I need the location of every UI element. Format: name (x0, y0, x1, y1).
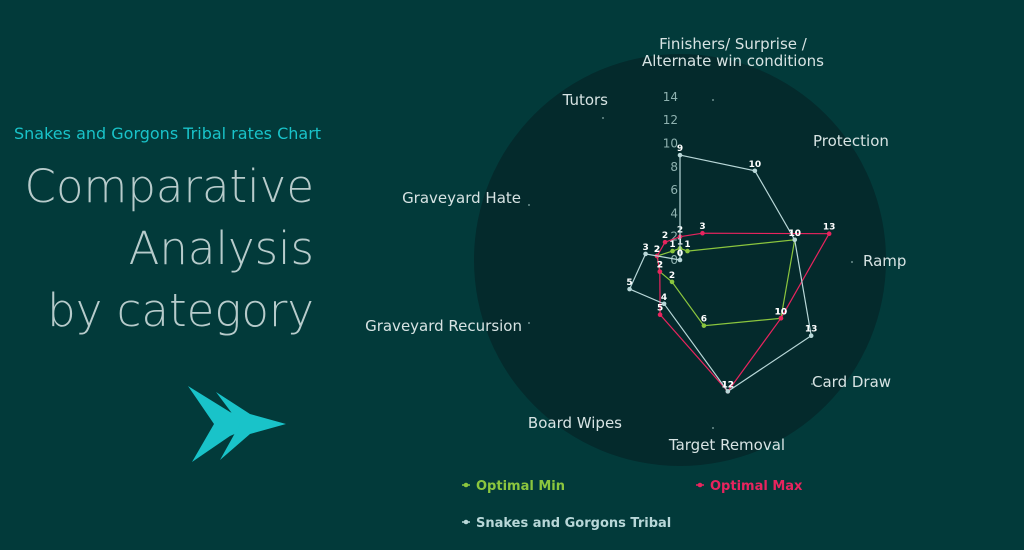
data-point (662, 239, 668, 245)
heading-line: Analysis (128, 222, 314, 275)
legend-swatch-marker (463, 482, 469, 488)
data-point (657, 312, 663, 318)
data-label: 13 (823, 223, 836, 233)
data-point (826, 231, 832, 237)
axis-marker (817, 146, 819, 148)
legend-swatch-marker (463, 519, 469, 525)
radial-tick-label: 2 (670, 230, 678, 244)
data-label: 4 (661, 293, 667, 303)
radial-tick-label: 0 (670, 253, 678, 267)
radial-tick-label: 14 (663, 90, 678, 104)
axis-label: Alternate win conditions (642, 52, 824, 70)
data-label: 10 (775, 307, 788, 317)
data-label: 5 (626, 278, 632, 288)
heading-line: Comparative (24, 160, 314, 213)
radial-tick-label: 12 (663, 113, 678, 127)
legend-label: Optimal Max (710, 479, 803, 494)
data-label: 12 (722, 380, 735, 390)
data-point (778, 315, 784, 321)
axis-label: Ramp (863, 252, 906, 270)
data-label: 10 (775, 307, 788, 317)
heading-line: by category (47, 284, 314, 337)
series-line (628, 154, 812, 393)
data-point (661, 301, 667, 307)
data-label: 2 (657, 261, 663, 271)
axis-marker (811, 383, 813, 385)
data-label: 9 (677, 144, 683, 154)
radial-tick-label: 10 (663, 137, 678, 151)
data-point (677, 152, 683, 158)
series-line (656, 239, 796, 327)
data-label: 6 (701, 315, 707, 325)
axis-marker (712, 99, 714, 101)
data-label: 2 (662, 231, 668, 241)
axis-marker (528, 322, 530, 324)
data-label: 10 (788, 229, 801, 239)
data-label: 12 (722, 380, 735, 390)
data-label: 2 (654, 245, 660, 255)
data-label: 1 (684, 240, 690, 250)
data-point (677, 257, 683, 263)
axis-label: Target Removal (668, 436, 785, 454)
legend-swatch-marker (697, 482, 703, 488)
data-label: 5 (657, 304, 663, 314)
data-point (669, 279, 675, 285)
data-label: 2 (669, 271, 675, 281)
data-point (752, 168, 758, 174)
axis-label: Protection (813, 132, 889, 150)
data-point (627, 286, 632, 292)
data-label: 2 (657, 261, 663, 271)
data-point (670, 248, 675, 254)
data-point (725, 389, 731, 394)
axis-label: Graveyard Hate (402, 189, 521, 207)
data-point (643, 251, 648, 257)
legend-label: Snakes and Gorgons Tribal (476, 516, 671, 531)
data-point (792, 237, 798, 243)
data-label: 2 (654, 245, 660, 255)
data-point (808, 333, 814, 339)
radial-tick-label: 4 (670, 206, 678, 220)
chart-subtitle: Snakes and Gorgons Tribal rates Chart (14, 124, 322, 143)
radial-tick-label: 8 (670, 160, 678, 174)
data-label: 1 (669, 240, 675, 250)
axis-label: Tutors (562, 91, 609, 109)
axis-label: Graveyard Recursion (365, 317, 522, 335)
axis-label: Board Wipes (528, 414, 622, 432)
radial-tick-label: 6 (670, 183, 678, 197)
page-heading: Comparative Analysis by category (25, 156, 314, 342)
data-point (700, 230, 705, 236)
data-label: 3 (642, 243, 648, 253)
axis-marker (619, 423, 621, 425)
axis-marker (851, 261, 853, 263)
data-label: 10 (749, 160, 762, 170)
axis-label: Card Draw (812, 373, 891, 391)
axis-label: Finishers/ Surprise / (659, 35, 808, 53)
data-label: 13 (805, 325, 818, 335)
data-point (657, 269, 663, 274)
axis-marker (602, 117, 604, 119)
data-label: 0 (677, 249, 683, 259)
legend-label: Optimal Min (476, 479, 565, 494)
data-label: 3 (699, 222, 705, 232)
series-line (656, 232, 831, 393)
data-point (701, 323, 707, 328)
double-chevron-arrow-icon (188, 386, 286, 462)
data-point (685, 248, 690, 254)
axis-marker (712, 427, 714, 429)
axis-marker (528, 204, 530, 206)
